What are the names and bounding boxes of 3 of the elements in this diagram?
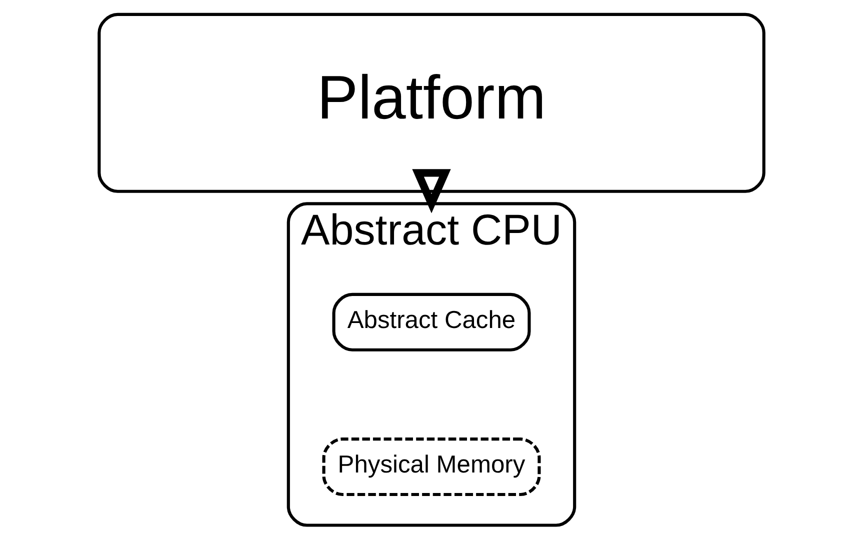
node-box: Abstract Cache [332, 292, 530, 352]
arrow [412, 169, 450, 214]
node-box: Physical Memory [322, 438, 540, 496]
